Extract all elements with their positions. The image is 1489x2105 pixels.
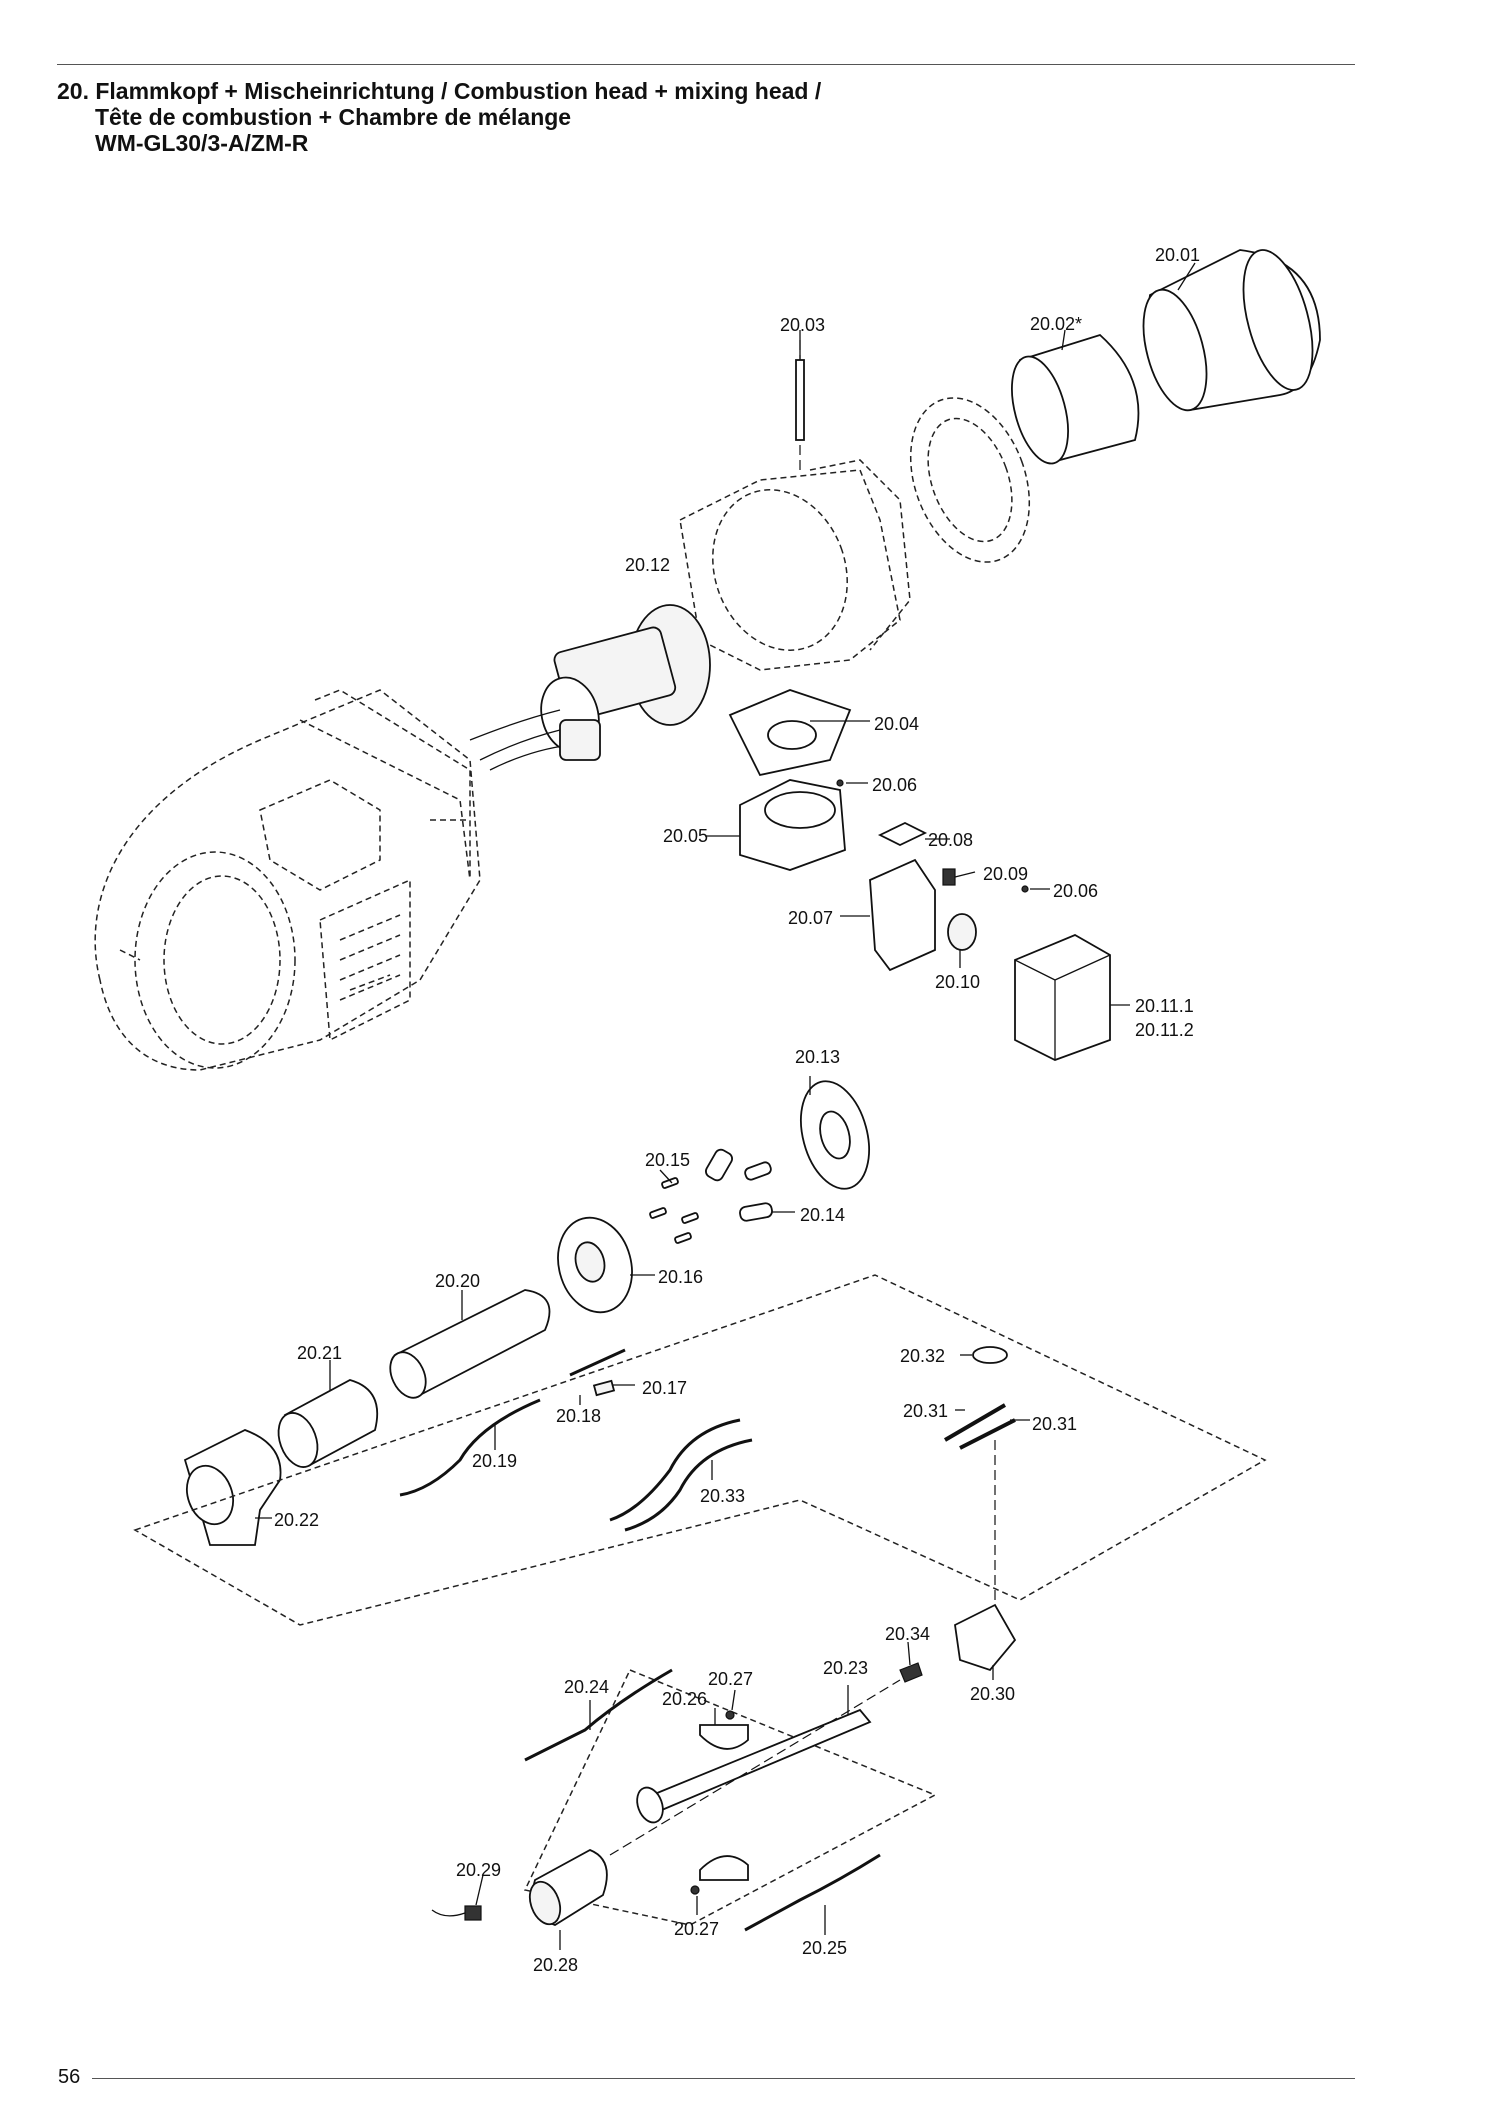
label-20-15: 20.15 xyxy=(645,1150,690,1170)
label-20-01: 20.01 xyxy=(1155,245,1200,265)
part-20-20-tube xyxy=(389,1289,551,1399)
part-20-15-pins xyxy=(649,1177,699,1244)
part-20-13-swirl-plate xyxy=(800,1080,870,1190)
part-20-22-elbow xyxy=(183,1429,282,1546)
part-20-14-electrode-insulators xyxy=(705,1148,773,1222)
label-20-28: 20.28 xyxy=(533,1955,578,1975)
part-20-27-screw-b xyxy=(690,1885,700,1895)
label-20-33: 20.33 xyxy=(700,1486,745,1506)
part-20-09-connector xyxy=(942,868,956,886)
label-20-25: 20.25 xyxy=(802,1938,847,1958)
part-20-16-swirler xyxy=(557,1216,633,1314)
part-20-10-coupling xyxy=(947,913,977,951)
label-20-24: 20.24 xyxy=(564,1677,609,1697)
label-20-21: 20.21 xyxy=(297,1343,342,1363)
part-20-31-electrodes xyxy=(943,1403,1016,1450)
label-20-34: 20.34 xyxy=(885,1624,930,1644)
part-20-32-disc xyxy=(972,1346,1008,1364)
label-20-04: 20.04 xyxy=(874,714,919,734)
part-20-05-housing xyxy=(739,779,846,871)
part-20-11-servomotor xyxy=(1014,933,1111,1061)
part-20-34-nozzle xyxy=(899,1662,923,1683)
part-20-21-tube xyxy=(277,1379,379,1468)
page-number: 56 xyxy=(58,2066,81,2088)
label-20-22: 20.22 xyxy=(274,1510,319,1530)
label-20-18: 20.18 xyxy=(556,1406,601,1426)
label-20-02: 20.02* xyxy=(1030,314,1082,334)
part-labels: 20.01 20.02* 20.03 20.04 20.05 20.06 20.… xyxy=(274,245,1200,1975)
label-20-31-a: 20.31 xyxy=(903,1401,948,1421)
label-20-13: 20.13 xyxy=(795,1047,840,1067)
part-20-26-clamp-lower xyxy=(699,1855,749,1881)
part-20-03-threaded-stud xyxy=(795,330,805,441)
label-20-03: 20.03 xyxy=(780,315,825,335)
part-20-26-clamp-upper xyxy=(699,1724,749,1750)
part-20-12-mixing-head xyxy=(469,604,711,771)
part-20-08-plate xyxy=(877,821,928,847)
label-20-23: 20.23 xyxy=(823,1658,868,1678)
title-line-3: WM-GL30/3-A/ZM-R xyxy=(95,130,309,156)
page-title: 20. Flammkopf + Mischeinrichtung / Combu… xyxy=(57,78,821,156)
label-20-12: 20.12 xyxy=(625,555,670,575)
label-20-11-2: 20.11.2 xyxy=(1135,1020,1194,1040)
burner-housing-outline xyxy=(94,689,481,1071)
part-20-06-screw-b xyxy=(1021,885,1029,893)
label-20-05: 20.05 xyxy=(663,826,708,846)
part-20-24-oil-line xyxy=(524,1668,673,1762)
label-20-14: 20.14 xyxy=(800,1205,845,1225)
label-20-30: 20.30 xyxy=(970,1684,1015,1704)
label-20-31-b: 20.31 xyxy=(1032,1414,1077,1434)
leader-lines xyxy=(255,262,1196,1950)
label-20-19: 20.19 xyxy=(472,1451,517,1471)
label-20-10: 20.10 xyxy=(935,972,980,992)
top-rule xyxy=(57,64,1355,65)
part-20-29-plug xyxy=(431,1905,482,1921)
part-20-27-screw-a xyxy=(725,1710,735,1720)
assembly-box-upper xyxy=(133,1274,1267,1626)
part-20-06-screw-a xyxy=(836,779,844,787)
label-20-07: 20.07 xyxy=(788,908,833,928)
label-20-27-a: 20.27 xyxy=(708,1669,753,1689)
part-20-28-solenoid-coil xyxy=(528,1849,608,1926)
label-20-20: 20.20 xyxy=(435,1271,480,1291)
part-20-04-gasket xyxy=(728,689,852,777)
label-20-27-b: 20.27 xyxy=(674,1919,719,1939)
part-20-23-oil-tube xyxy=(636,1708,872,1824)
label-20-16: 20.16 xyxy=(658,1267,703,1287)
part-20-19-ignition-cable xyxy=(399,1398,541,1497)
label-20-06-b: 20.06 xyxy=(1053,881,1098,901)
title-line-2: Tête de combustion + Chambre de mélange xyxy=(95,104,572,130)
title-line-1: 20. Flammkopf + Mischeinrichtung / Combu… xyxy=(57,78,822,104)
part-20-02-ring xyxy=(1011,333,1140,465)
label-20-32: 20.32 xyxy=(900,1346,945,1366)
label-20-09: 20.09 xyxy=(983,864,1028,884)
part-20-30-clamp xyxy=(954,1603,1017,1672)
label-20-26: 20.26 xyxy=(662,1689,707,1709)
label-20-11-1: 20.11.1 xyxy=(1135,996,1194,1016)
label-20-08: 20.08 xyxy=(928,830,973,850)
part-20-33-cables xyxy=(609,1418,753,1532)
label-20-06-a: 20.06 xyxy=(872,775,917,795)
part-20-25-oil-line xyxy=(744,1853,881,1932)
bottom-rule xyxy=(92,2078,1355,2079)
part-20-17-20-18-rods xyxy=(569,1348,626,1397)
part-20-01-flame-tube xyxy=(1142,249,1321,412)
label-20-29: 20.29 xyxy=(456,1860,501,1880)
label-20-17: 20.17 xyxy=(642,1378,687,1398)
mounting-flange-outline xyxy=(679,340,1031,671)
part-20-07-bracket xyxy=(869,858,936,972)
